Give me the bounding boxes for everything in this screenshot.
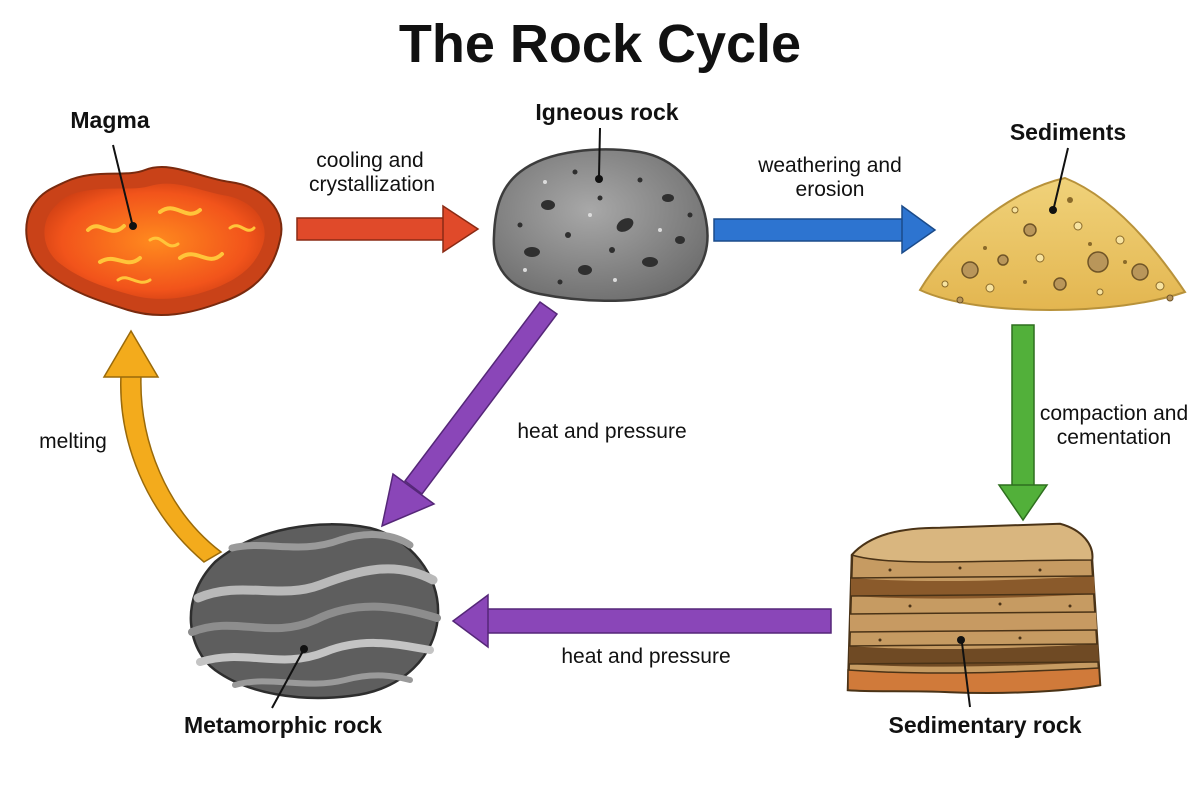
- page-title: The Rock Cycle: [399, 14, 801, 74]
- magma-blob: [25, 166, 283, 316]
- magma-leader-dot: [129, 222, 137, 230]
- igneous-label: Igneous rock: [535, 99, 678, 125]
- sedimentary-leader-dot: [957, 636, 965, 644]
- sedimentary-label: Sedimentary rock: [888, 712, 1081, 738]
- magma-leader-line: [112, 144, 133, 224]
- arrow-weathering: [713, 204, 937, 255]
- cooling-label-line-1: cooling and: [316, 149, 423, 172]
- arrow-heat-pressure-diagonal: [380, 300, 559, 528]
- magma-label: Magma: [70, 107, 149, 133]
- melting-label: melting: [39, 430, 107, 453]
- sedimentary-leader-line: [961, 642, 971, 708]
- metamorphic-leader-line: [271, 650, 304, 709]
- compaction-label-line-1: compaction and: [1040, 402, 1188, 425]
- metamorphic-leader-dot: [300, 645, 308, 653]
- arrow-cooling: [296, 204, 480, 254]
- weathering-label-line-1: weathering and: [757, 154, 902, 177]
- arrow-heat-pressure-bottom: [451, 593, 832, 649]
- sediments-pile: [918, 176, 1187, 312]
- metamorphic-label: Metamorphic rock: [184, 712, 382, 738]
- metamorphic-rock: [188, 523, 441, 700]
- weathering-label-line-2: erosion: [796, 178, 865, 201]
- sediments-label: Sediments: [1010, 119, 1126, 145]
- arrow-compaction: [997, 324, 1049, 522]
- sedimentary-rock: [846, 522, 1102, 694]
- sediments-leader-line: [1053, 147, 1069, 208]
- heat-pressure-bottom-label: heat and pressure: [561, 645, 730, 668]
- arrow-melting: [102, 329, 223, 563]
- cooling-label-line-2: crystallization: [309, 173, 435, 196]
- igneous-rock: [492, 148, 709, 302]
- compaction-label-line-2: cementation: [1057, 426, 1171, 449]
- heat-pressure-diagonal-label: heat and pressure: [517, 420, 686, 443]
- igneous-leader-dot: [595, 175, 603, 183]
- sediments-leader-dot: [1049, 206, 1057, 214]
- igneous-leader-line: [598, 127, 601, 177]
